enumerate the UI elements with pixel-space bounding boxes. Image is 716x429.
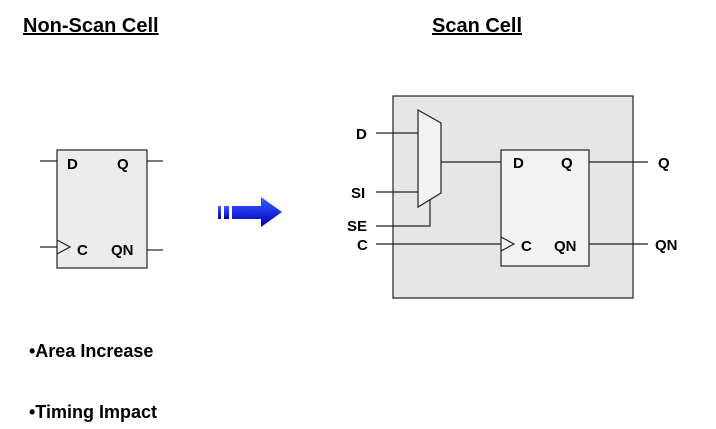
non-scan-cell-body: [56, 149, 148, 269]
scan-flop-q-label: Q: [561, 155, 573, 172]
non-scan-d-label: D: [67, 156, 78, 173]
scan-qn-output-label: QN: [655, 237, 678, 254]
scan-clock-triangle: [500, 236, 516, 252]
scan-se-input-label: SE: [347, 218, 367, 235]
scan-flop-d-label: D: [513, 155, 524, 172]
se-to-mux-wire: [376, 200, 431, 227]
scan-cell: D SI SE C D Q C QN Q QN: [347, 95, 678, 299]
non-scan-clock-triangle: [56, 239, 72, 255]
scan-flop-qn-label: QN: [554, 238, 577, 255]
scan-d-input-label: D: [356, 126, 367, 143]
scan-cell-title: Scan Cell: [432, 15, 522, 37]
conversion-arrow: [218, 197, 282, 227]
non-scan-qn-label: QN: [111, 242, 134, 259]
scan-flop-c-label: C: [521, 238, 532, 255]
scan-q-output-label: Q: [658, 155, 670, 172]
bullet-timing-impact: •Timing Impact: [29, 402, 157, 422]
scan-mux: [417, 108, 442, 209]
scan-c-input-label: C: [357, 237, 368, 254]
bullet-area-increase: •Area Increase: [29, 341, 153, 361]
non-scan-q-label: Q: [117, 156, 129, 173]
scan-si-input-label: SI: [351, 185, 365, 202]
non-scan-cell-title: Non-Scan Cell: [23, 15, 159, 37]
non-scan-c-label: C: [77, 242, 88, 259]
scan-flip-flop-body: [500, 149, 590, 267]
non-scan-flip-flop: D Q C QN: [40, 149, 163, 269]
